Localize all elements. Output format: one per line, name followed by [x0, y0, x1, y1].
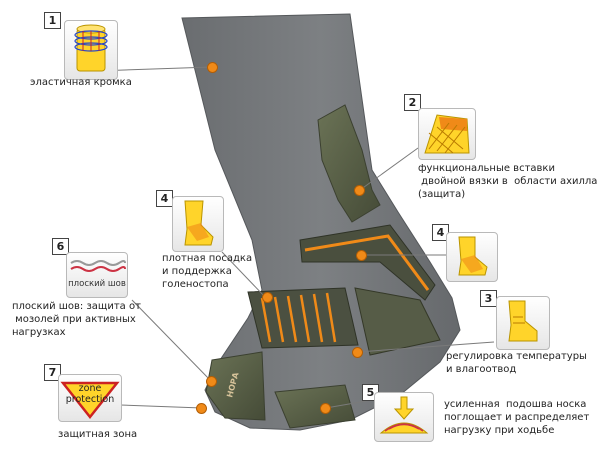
- callout-label: защитная зона: [58, 429, 138, 440]
- sole-cushion-icon: [374, 392, 434, 442]
- callout-dot: [352, 347, 363, 358]
- callout-number: 6: [52, 238, 69, 255]
- callout-label: функциональные вставки двойной вязки в о…: [418, 163, 598, 200]
- callout-label: эластичная кромка: [30, 77, 132, 88]
- seam-caption: плоский шов: [68, 279, 126, 289]
- callout-dot: [356, 250, 367, 261]
- callout-dot: [262, 292, 273, 303]
- callout-number: 7: [44, 364, 61, 381]
- ankle-band-stripe: [304, 234, 430, 291]
- heel-pad: [205, 351, 266, 421]
- callout-dot: [206, 376, 217, 387]
- callout-dot: [320, 403, 331, 414]
- callout-number: 4: [156, 190, 173, 207]
- zone-protection-icon: zone protection: [58, 374, 122, 422]
- heel-insert-icon: [418, 108, 476, 160]
- elastic-cuff-icon: [64, 20, 118, 80]
- zone-line-1: zone: [78, 383, 102, 394]
- sole-pad: [274, 384, 356, 429]
- ankle-fit-icon: [446, 232, 498, 282]
- zone-line-2: protection: [65, 394, 115, 405]
- arch-band-stripes: [260, 292, 337, 343]
- callout-dot: [354, 185, 365, 196]
- callout-number: 1: [44, 12, 61, 29]
- ankle-support-icon: [172, 196, 224, 252]
- callout-label: регулировка температуры и влагоотвод: [446, 351, 587, 375]
- callout-number: 2: [404, 94, 421, 111]
- temperature-control-icon: [496, 296, 550, 350]
- callout-dot: [196, 403, 207, 414]
- leader-lines: [95, 66, 495, 409]
- callout-label: плоский шов: защита от мозолей при актив…: [12, 301, 141, 338]
- callout-label: плотная посадка и поддержка голеностопа: [162, 253, 253, 290]
- callout-dot: [207, 62, 218, 73]
- vent-zone: [354, 287, 441, 356]
- flat-seam-icon: плоский шов: [66, 252, 128, 298]
- callout-number: 3: [480, 290, 497, 307]
- callout-label: усиленная подошва носка поглощает и расп…: [444, 399, 590, 436]
